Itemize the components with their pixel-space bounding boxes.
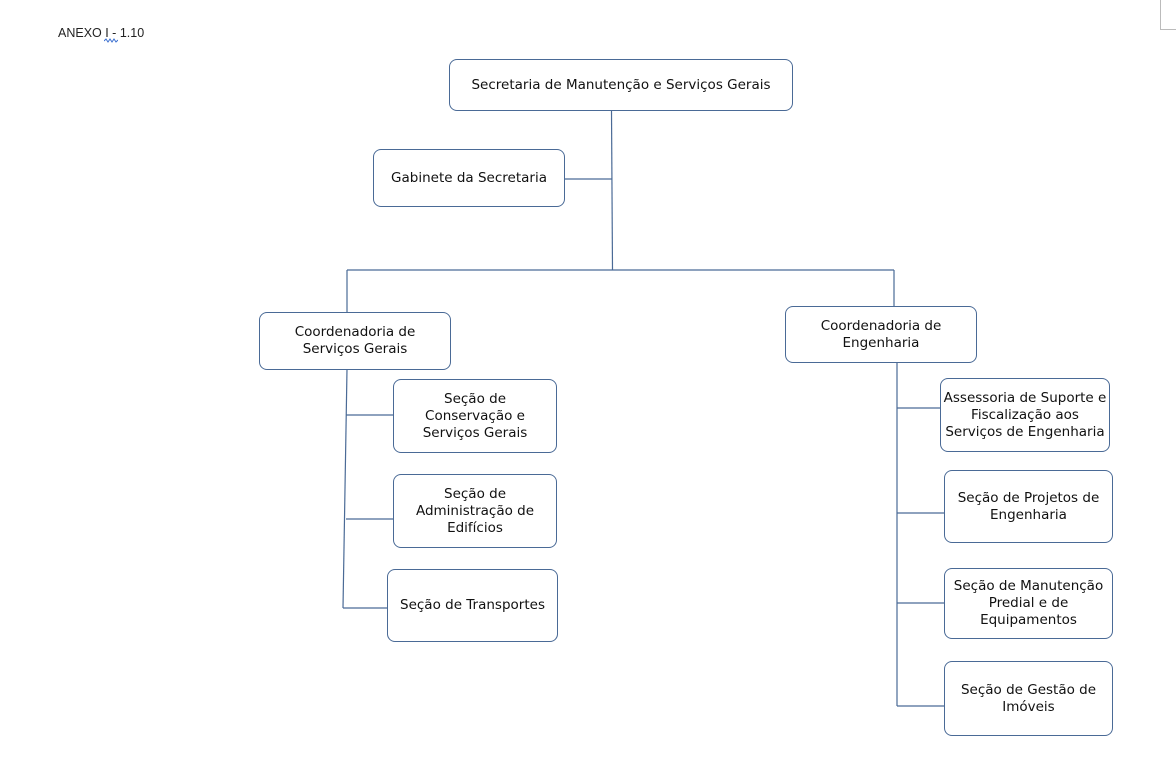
- node-gabinete-label: Gabinete da Secretaria: [391, 169, 547, 186]
- node-secao-conservacao: Seção de Conservação e Serviços Gerais: [393, 379, 557, 453]
- node-secao-projetos-label: Seção de Projetos de Engenharia: [957, 489, 1100, 523]
- node-secao-manutencao-label: Seção de Manutenção Predial e de Equipam…: [953, 578, 1104, 628]
- node-assessoria-suporte: Assessoria de Suporte e Fiscalização aos…: [940, 378, 1110, 452]
- node-coordenadoria-engenharia-label: Coordenadoria de Engenharia: [820, 317, 942, 351]
- node-secao-transportes: Seção de Transportes: [387, 569, 558, 642]
- page-edge-mark: [1160, 0, 1176, 30]
- servicos-branch-line: [342, 368, 348, 609]
- node-secao-administracao-label: Seção de Administração de Edifícios: [415, 485, 535, 536]
- spellcheck-squiggle: [104, 38, 118, 43]
- node-secretaria: Secretaria de Manutenção e Serviços Gera…: [449, 59, 793, 111]
- root-trunk-line: [610, 110, 614, 271]
- node-secao-projetos: Seção de Projetos de Engenharia: [944, 470, 1113, 543]
- node-secao-conservacao-label: Seção de Conservação e Serviços Gerais: [422, 390, 528, 441]
- node-secao-manutencao: Seção de Manutenção Predial e de Equipam…: [944, 568, 1113, 639]
- node-secao-gestao: Seção de Gestão de Imóveis: [944, 661, 1113, 736]
- node-secao-transportes-label: Seção de Transportes: [400, 597, 545, 613]
- node-gabinete: Gabinete da Secretaria: [373, 149, 565, 207]
- annex-label: ANEXO I - 1.10: [58, 26, 145, 40]
- node-secretaria-label: Secretaria de Manutenção e Serviços Gera…: [471, 76, 771, 93]
- node-coordenadoria-servicos-gerais-label: Coordenadoria de Serviços Gerais: [294, 324, 416, 357]
- node-coordenadoria-servicos-gerais: Coordenadoria de Serviços Gerais: [259, 312, 451, 370]
- node-secao-administracao: Seção de Administração de Edifícios: [393, 474, 557, 548]
- node-assessoria-suporte-label: Assessoria de Suporte e Fiscalização aos…: [943, 389, 1107, 440]
- node-secao-gestao-label: Seção de Gestão de Imóveis: [960, 681, 1097, 715]
- node-coordenadoria-engenharia: Coordenadoria de Engenharia: [785, 306, 977, 363]
